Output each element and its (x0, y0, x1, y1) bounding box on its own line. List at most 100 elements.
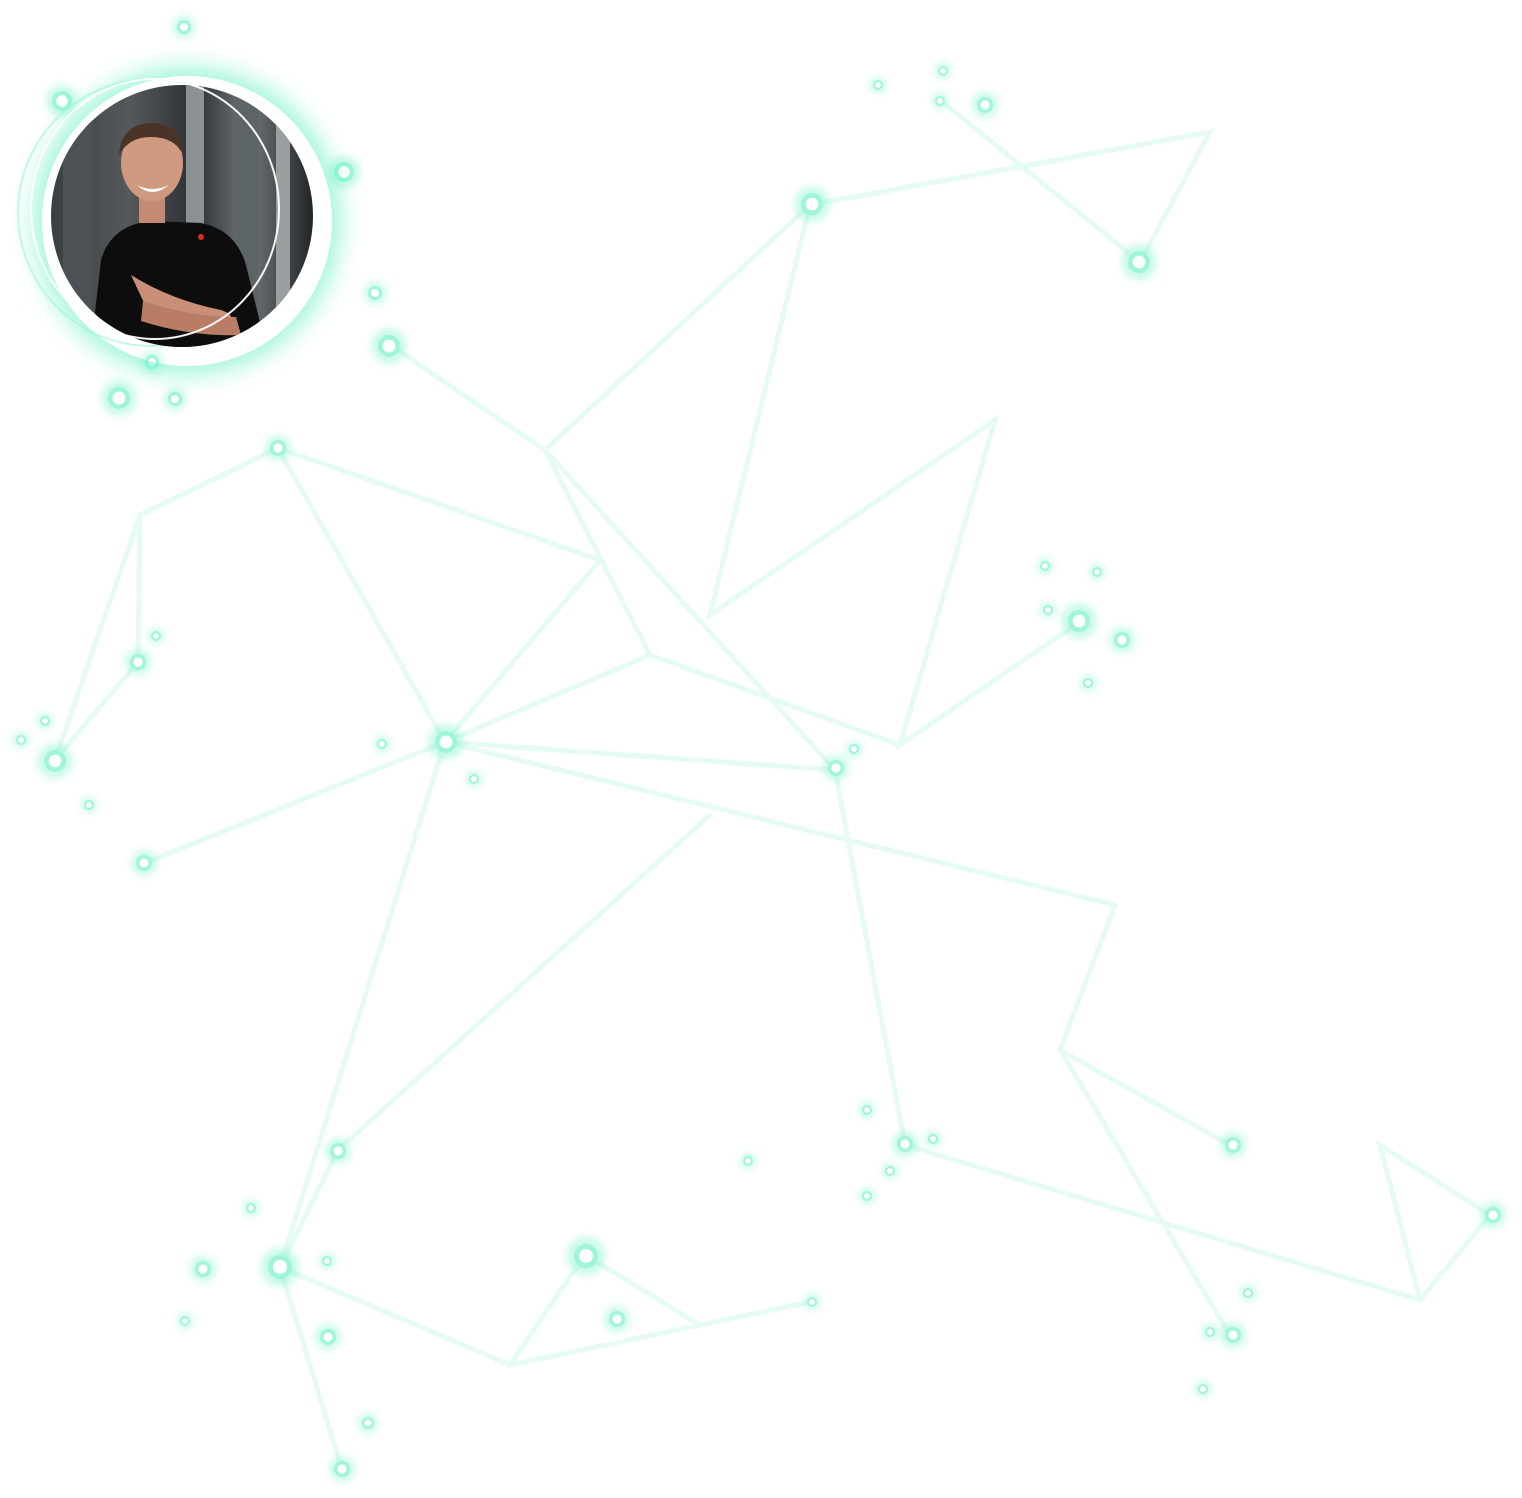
network-node (163, 387, 187, 411)
node-core (139, 858, 149, 868)
network-node (140, 350, 164, 374)
node-core (1228, 1140, 1238, 1150)
node-core (1117, 635, 1127, 645)
network-node (265, 435, 291, 461)
node-core (745, 1158, 751, 1164)
node-core (1072, 614, 1086, 628)
network-node (319, 1253, 335, 1269)
node-core (471, 776, 477, 782)
network-node (859, 1188, 875, 1204)
network-node (1195, 1381, 1211, 1397)
node-core (1132, 255, 1146, 269)
network-node (329, 1456, 355, 1482)
node-core (805, 197, 819, 211)
network-node (101, 380, 137, 416)
network-node (1061, 603, 1097, 639)
node-core (980, 100, 990, 110)
node-core (379, 741, 385, 747)
network-node (37, 713, 53, 729)
network-node (328, 156, 360, 188)
node-core (809, 1299, 815, 1305)
node-core (112, 391, 126, 405)
network-nodes (13, 15, 1506, 1482)
node-core (1042, 563, 1048, 569)
network-node (604, 1306, 630, 1332)
network-node (823, 755, 849, 781)
network-node (1109, 627, 1135, 653)
node-core (1245, 1290, 1251, 1296)
network-line (52, 445, 281, 763)
network-node (932, 93, 948, 109)
network-node (243, 1200, 259, 1216)
node-core (851, 746, 857, 752)
node-core (1207, 1329, 1213, 1335)
avatar-inner-ring (30, 78, 280, 340)
network-node (371, 328, 407, 364)
node-core (370, 288, 380, 298)
node-core (864, 1193, 870, 1199)
node-core (1228, 1330, 1238, 1340)
node-core (612, 1314, 622, 1324)
node-core (323, 1332, 333, 1342)
network-node (177, 1313, 193, 1329)
node-core (1045, 607, 1051, 613)
node-core (18, 737, 24, 743)
node-core (875, 82, 881, 88)
node-core (579, 1249, 593, 1263)
network-node (315, 1324, 341, 1350)
node-core (439, 735, 453, 749)
network-node (13, 732, 29, 748)
network-node (1220, 1322, 1246, 1348)
network-node (190, 1256, 216, 1282)
network-line (387, 202, 813, 454)
node-core (273, 1260, 287, 1274)
network-node (859, 1102, 875, 1118)
network-node (1037, 558, 1053, 574)
profile-avatar-group (14, 70, 344, 370)
network-node (172, 15, 196, 39)
network-line (442, 739, 1233, 1148)
node-core (86, 802, 92, 808)
network-node (1220, 1132, 1246, 1158)
node-core (337, 1464, 347, 1474)
avatar-bg-pillar (276, 85, 290, 347)
node-core (930, 1136, 936, 1142)
network-node (131, 850, 157, 876)
network-node (1080, 675, 1096, 691)
node-core (147, 357, 157, 367)
node-core (248, 1205, 254, 1211)
network-node (148, 628, 164, 644)
network-node (892, 1131, 918, 1157)
network-node (1040, 602, 1056, 618)
network-node (374, 736, 390, 752)
network-node (935, 63, 951, 79)
network-line (507, 1299, 813, 1368)
network-node (870, 77, 886, 93)
node-core (42, 718, 48, 724)
node-core (273, 443, 283, 453)
network-node (125, 649, 151, 675)
node-core (831, 763, 841, 773)
node-core (900, 1139, 910, 1149)
node-core (338, 166, 350, 178)
network-node (37, 743, 73, 779)
node-core (153, 633, 159, 639)
node-core (198, 1264, 208, 1274)
node-core (1094, 569, 1100, 575)
network-line (277, 1264, 345, 1473)
network-node (466, 771, 482, 787)
node-core (382, 339, 396, 353)
network-node (81, 797, 97, 813)
network-node (1089, 564, 1105, 580)
network-line (706, 202, 1078, 752)
network-line (807, 128, 1215, 265)
node-core (937, 98, 943, 104)
network-line (277, 812, 713, 1270)
network-node (1121, 244, 1157, 280)
network-line (275, 445, 605, 745)
node-core (364, 1419, 372, 1427)
network-node (358, 1413, 378, 1433)
node-core (170, 394, 180, 404)
network-node (972, 92, 998, 118)
network-line (142, 739, 448, 866)
